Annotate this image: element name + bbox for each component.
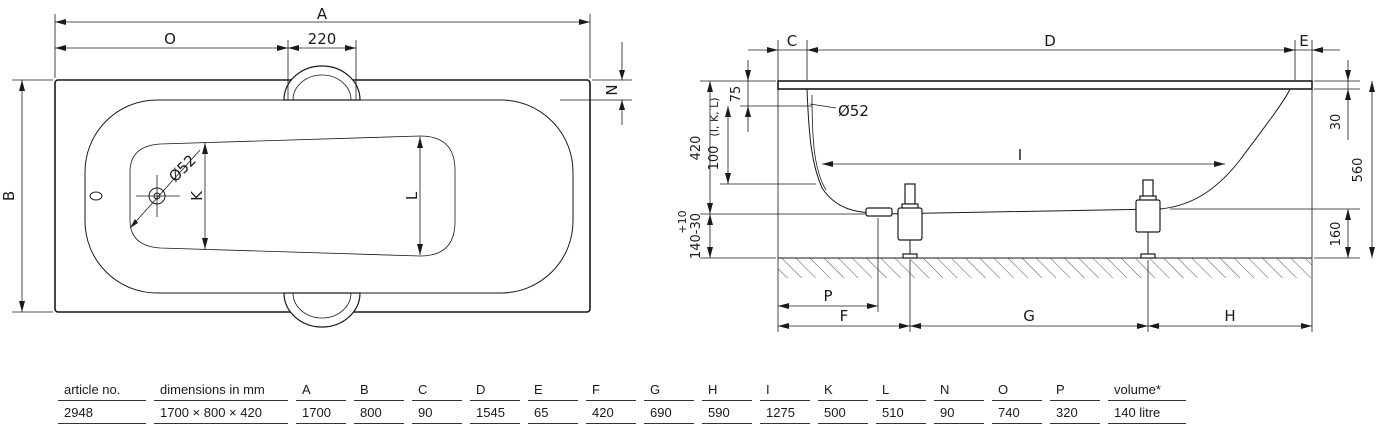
header-c: C bbox=[412, 378, 462, 401]
header-g: G bbox=[644, 378, 694, 401]
value-i: 1275 bbox=[760, 400, 810, 424]
dim-o-label: O bbox=[164, 30, 176, 48]
dim-ikl-label: (I, K, L) bbox=[708, 97, 721, 136]
spec-value-row: 2948 1700 × 800 × 420 1700 800 90 1545 6… bbox=[58, 400, 1186, 424]
header-volume: volume* bbox=[1108, 378, 1186, 401]
tub-rim-side bbox=[777, 80, 1313, 90]
tub-bottom-area bbox=[129, 135, 456, 257]
value-o: 740 bbox=[992, 400, 1042, 424]
spec-header-row: article no. dimensions in mm A B C D E F… bbox=[58, 378, 1186, 401]
floor-hatch bbox=[778, 258, 1312, 278]
header-b: B bbox=[354, 378, 404, 401]
header-e: E bbox=[528, 378, 578, 401]
value-e: 65 bbox=[528, 400, 578, 424]
header-n: N bbox=[934, 378, 984, 401]
value-f: 420 bbox=[586, 400, 636, 424]
dim-100-label: 100 bbox=[707, 146, 722, 171]
header-l: L bbox=[876, 378, 926, 401]
dim-k-label: K bbox=[188, 190, 206, 201]
dim-c-label: C bbox=[787, 32, 797, 50]
dim-h-label: H bbox=[1224, 307, 1235, 325]
header-f: F bbox=[586, 378, 636, 401]
header-article: article no. bbox=[58, 378, 146, 401]
dim-f-label: F bbox=[840, 307, 849, 325]
header-h: H bbox=[702, 378, 752, 401]
spec-table: article no. dimensions in mm A B C D E F… bbox=[58, 378, 1186, 424]
value-volume: 140 litre bbox=[1108, 400, 1186, 424]
value-k: 500 bbox=[818, 400, 868, 424]
technical-drawing: Ø52 A O 220 N B bbox=[0, 5, 1375, 332]
dim-p-label: P bbox=[823, 287, 832, 305]
dim-220-label: 220 bbox=[308, 30, 337, 48]
handle-top bbox=[283, 65, 361, 101]
dim-l-label: L bbox=[403, 191, 421, 200]
dim-a-label: A bbox=[317, 5, 328, 23]
handle-bottom bbox=[283, 292, 361, 328]
dim-420-label: 420 bbox=[689, 136, 704, 161]
dim-560-label: 560 bbox=[1351, 158, 1366, 183]
value-g: 690 bbox=[644, 400, 694, 424]
header-dimensions: dimensions in mm bbox=[154, 378, 288, 401]
dim-g-label: G bbox=[1023, 307, 1035, 325]
foot-right bbox=[1135, 179, 1161, 259]
tub-body-side bbox=[806, 88, 1291, 215]
side-drain-label: Ø52 bbox=[838, 102, 869, 120]
top-view: Ø52 A O 220 N B bbox=[0, 5, 632, 328]
header-p: P bbox=[1050, 378, 1100, 401]
side-view: C D E 420 75 100 (I, K, L) +10 140-30 bbox=[676, 32, 1375, 332]
dim-140-30-label: 140-30 bbox=[689, 213, 704, 259]
foot-left bbox=[897, 183, 923, 259]
tub-outer-rim bbox=[54, 79, 591, 313]
dim-n-label: N bbox=[603, 84, 621, 95]
dim-i-label: I bbox=[1018, 146, 1022, 164]
value-p: 320 bbox=[1050, 400, 1100, 424]
dim-e-label: E bbox=[1299, 32, 1308, 50]
header-k: K bbox=[818, 378, 868, 401]
header-i: I bbox=[760, 378, 810, 401]
header-d: D bbox=[470, 378, 520, 401]
value-l: 510 bbox=[876, 400, 926, 424]
value-dimensions: 1700 × 800 × 420 bbox=[154, 400, 288, 424]
value-article: 2948 bbox=[58, 400, 146, 424]
dim-b-label: B bbox=[0, 191, 18, 201]
dim-75-label: 75 bbox=[729, 86, 744, 103]
header-o: O bbox=[992, 378, 1042, 401]
value-c: 90 bbox=[412, 400, 462, 424]
dim-d-label: D bbox=[1044, 32, 1056, 50]
value-a: 1700 bbox=[296, 400, 346, 424]
value-b: 800 bbox=[354, 400, 404, 424]
value-n: 90 bbox=[934, 400, 984, 424]
dim-30-label: 30 bbox=[1329, 114, 1344, 131]
value-h: 590 bbox=[702, 400, 752, 424]
value-d: 1545 bbox=[470, 400, 520, 424]
drain-side bbox=[865, 207, 893, 217]
dim-plus10-label: +10 bbox=[676, 210, 689, 233]
dim-160-label: 160 bbox=[1329, 222, 1344, 247]
overflow bbox=[89, 191, 103, 201]
header-a: A bbox=[296, 378, 346, 401]
